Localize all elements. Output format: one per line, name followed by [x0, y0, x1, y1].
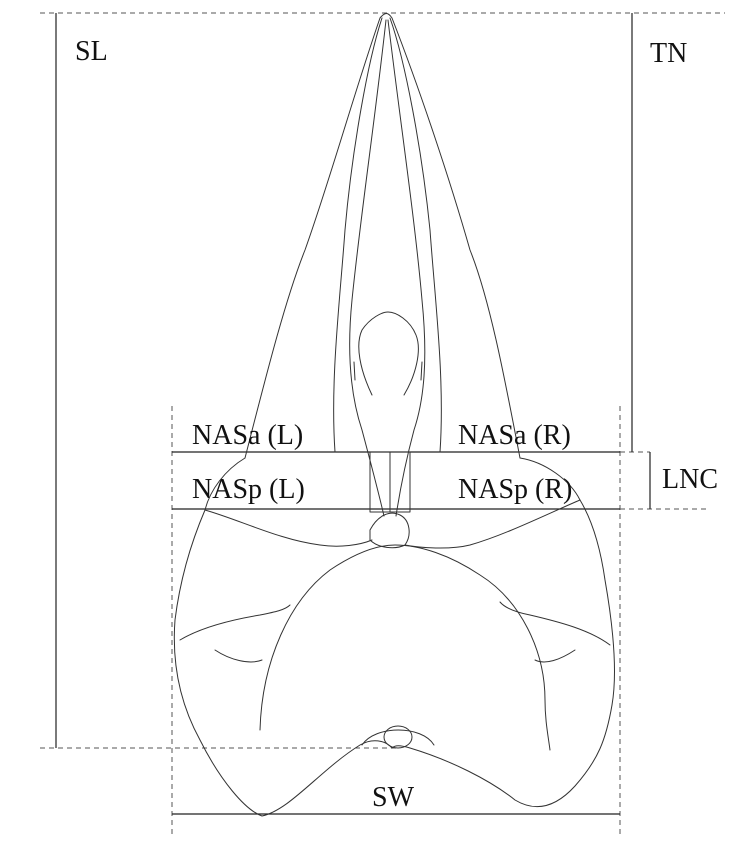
temporal-left — [179, 604, 291, 641]
supraorbital-right — [404, 499, 581, 549]
temporal-right — [499, 601, 611, 646]
mesorostral-mark-right — [420, 361, 423, 381]
nasa-right-label: NASa (R) — [458, 420, 571, 451]
rostrum-inner-left — [333, 17, 383, 453]
skull-outline — [173, 13, 615, 817]
temporal-right-lower — [534, 649, 576, 663]
sw-label: SW — [372, 782, 415, 813]
foramen-magnum — [383, 725, 413, 749]
cranial-vault — [259, 544, 551, 751]
rostrum-outer — [244, 13, 521, 459]
reference-lines — [40, 12, 725, 838]
labels: SL TN NASa (L) NASa (R) NASp (L) NASp (R… — [75, 36, 718, 813]
tn-label: TN — [650, 38, 687, 69]
temporal-left-lower — [214, 649, 263, 663]
lnc-label: LNC — [662, 464, 718, 495]
nasal-opening — [369, 512, 410, 549]
measurement-lines — [55, 13, 651, 815]
rostrum-center-right — [387, 19, 426, 517]
mesorostral-canal — [358, 311, 419, 396]
nasp-left-label: NASp (L) — [192, 474, 305, 505]
nasp-right-label: NASp (R) — [458, 474, 572, 505]
maxilla-right — [391, 457, 615, 808]
mesorostral-mark-left — [353, 361, 356, 381]
occipital-notch — [361, 729, 435, 746]
rostrum-inner-right — [389, 17, 442, 453]
supraorbital-left — [204, 509, 373, 547]
maxilla-left — [173, 457, 393, 817]
sl-label: SL — [75, 36, 108, 67]
nasa-left-label: NASa (L) — [192, 420, 303, 451]
